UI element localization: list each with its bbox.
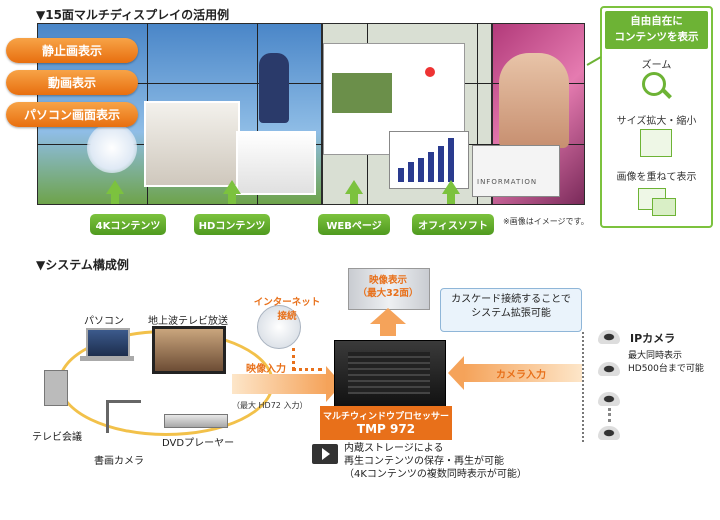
info-screen-text: INFORMATION <box>477 178 538 186</box>
label-hd-content: HDコンテンツ <box>194 214 270 235</box>
output-label: 映像表示 （最大32面） <box>357 275 419 299</box>
conference-label: テレビ会議 <box>32 432 82 443</box>
feature-zoom-label: ズーム <box>641 60 672 71</box>
document-camera-label: 書画カメラ <box>94 456 144 467</box>
laptop-icon <box>86 328 130 358</box>
arrow-up-icon <box>106 180 124 194</box>
jumping-person-image <box>259 53 289 123</box>
output-up-arrow <box>370 308 406 324</box>
zoom-icon <box>642 72 666 96</box>
processor-badge: マルチウィンドウプロセッサー TMP 972 <box>320 406 452 440</box>
processor-name: マルチウィンドウプロセッサー <box>322 412 449 422</box>
feature-resize-label: サイズ拡大・縮小 <box>616 116 697 127</box>
video-wall: INFORMATION <box>37 23 585 205</box>
document-camera-icon <box>106 400 141 433</box>
mode-video: 動画表示 <box>6 70 138 95</box>
dvd-label: DVDプレーヤー <box>162 438 235 449</box>
feature-panel: 自由自在に コンテンツを表示 ズーム サイズ拡大・縮小 画像を重ねて表示 <box>600 6 713 228</box>
dvd-player-icon <box>164 414 228 428</box>
info-screen: INFORMATION <box>472 145 560 197</box>
tv-icon <box>152 326 226 374</box>
ip-camera-icon <box>598 362 620 376</box>
conference-camera-icon <box>44 370 68 406</box>
arrow-up-icon <box>223 180 241 194</box>
video-input-arrow <box>232 374 328 394</box>
label-office-software: オフィスソフト <box>412 214 494 235</box>
wall-section-title: ▼15面マルチディスプレイの活用例 <box>36 8 230 22</box>
woman-photo <box>499 53 569 148</box>
storage-note: 内蔵ストレージによる 再生コンテンツの保存・再生が可能 （4Kコンテンツの複数同… <box>344 443 527 480</box>
ip-camera-icon <box>598 392 620 406</box>
internet-label: インターネット 接続 <box>253 297 321 322</box>
feature-overlay-label: 画像を重ねて表示 <box>616 172 697 183</box>
tv-label: 地上波テレビ放送 <box>148 316 228 327</box>
video-input-note: （最大 HD72 入力） <box>232 401 308 410</box>
video-input-label: 映像入力 <box>246 364 286 375</box>
whiteboard-photo <box>236 131 316 195</box>
office-chart-window <box>389 131 469 189</box>
resize-icon <box>640 129 672 157</box>
map-pin-icon <box>425 67 435 77</box>
ip-camera-note: 最大同時表示 HD500台まで可能 <box>628 351 704 374</box>
camera-input-arrow <box>464 364 582 382</box>
dandelion-image <box>87 123 137 173</box>
camera-input-label: カメラ入力 <box>496 370 546 381</box>
label-4k-content: 4Kコンテンツ <box>90 214 166 235</box>
ip-camera-icon <box>598 426 620 440</box>
label-web-page: WEBページ <box>318 214 390 235</box>
image-note: ※画像はイメージです。 <box>503 217 589 226</box>
processor-model: TMP 972 <box>356 422 416 436</box>
meeting-photo <box>144 101 240 187</box>
feature-panel-heading: 自由自在に コンテンツを表示 <box>605 11 708 49</box>
arrow-up-icon <box>442 180 460 194</box>
system-section-title: ▼システム構成例 <box>36 258 129 272</box>
map-photo <box>332 73 392 113</box>
camera-bus-line <box>582 332 584 442</box>
cascade-callout: カスケード接続することで システム拡張可能 <box>440 288 582 332</box>
arrow-up-icon <box>345 180 363 194</box>
ip-camera-label: IPカメラ <box>630 332 676 345</box>
pc-label: パソコン <box>84 316 124 327</box>
globe-icon <box>257 305 301 349</box>
ip-camera-icon <box>598 330 620 344</box>
mode-pc-screen: パソコン画面表示 <box>6 102 138 127</box>
internet-dotted-line <box>292 348 295 370</box>
mode-still-image: 静止画表示 <box>6 38 138 63</box>
